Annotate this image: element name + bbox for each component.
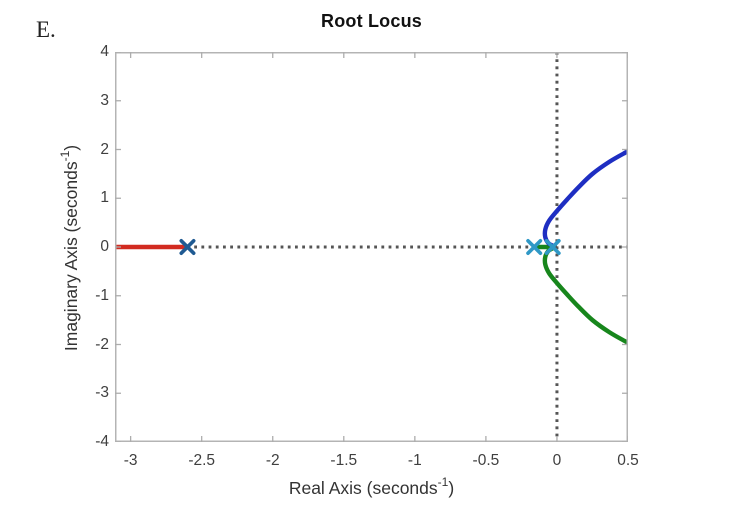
y-tick-label: 2: [100, 140, 109, 158]
y-tick-label: -2: [95, 335, 109, 353]
plot-canvas: [115, 52, 628, 442]
plot-area: [115, 52, 628, 442]
x-tick-label: 0: [552, 452, 562, 469]
y-axis-label: Imaginary Axis (seconds-1): [58, 48, 85, 448]
locus-branch-upper-complex-branch: [542, 149, 628, 249]
x-axis-label-text: Real Axis (seconds: [288, 477, 438, 498]
y-tick-label: 3: [100, 91, 109, 109]
y-axis-label-close: ): [60, 144, 81, 151]
pole-marker: [179, 239, 196, 255]
chart-title: Root Locus: [321, 11, 422, 31]
item-label: E.: [36, 17, 56, 42]
y-tick-label: -1: [95, 286, 109, 304]
x-tick-label: -2.5: [188, 452, 216, 469]
x-tick-label: -3: [123, 452, 138, 469]
x-tick-label: -0.5: [472, 452, 500, 469]
x-tick-label: -1: [407, 452, 422, 469]
x-tick-label: 0.5: [617, 452, 639, 469]
pole-marker: [526, 239, 543, 255]
y-tick-label: 1: [100, 189, 109, 207]
y-tick-label: 0: [100, 238, 109, 255]
y-tick-label: 4: [100, 43, 109, 60]
x-axis-label-superscript: -1: [437, 475, 449, 489]
x-tick-label: -2: [265, 452, 280, 469]
x-tick-label: -1.5: [330, 452, 358, 469]
pole-marker: [544, 239, 561, 255]
x-axis-label: Real Axis (seconds-1): [115, 475, 628, 499]
y-axis-label-text: Imaginary Axis (seconds: [60, 161, 81, 352]
y-axis-label-superscript: -1: [58, 150, 72, 162]
y-tick-label: -4: [95, 433, 109, 450]
x-axis-label-close: ): [448, 477, 455, 498]
y-tick-label: -3: [95, 384, 109, 402]
